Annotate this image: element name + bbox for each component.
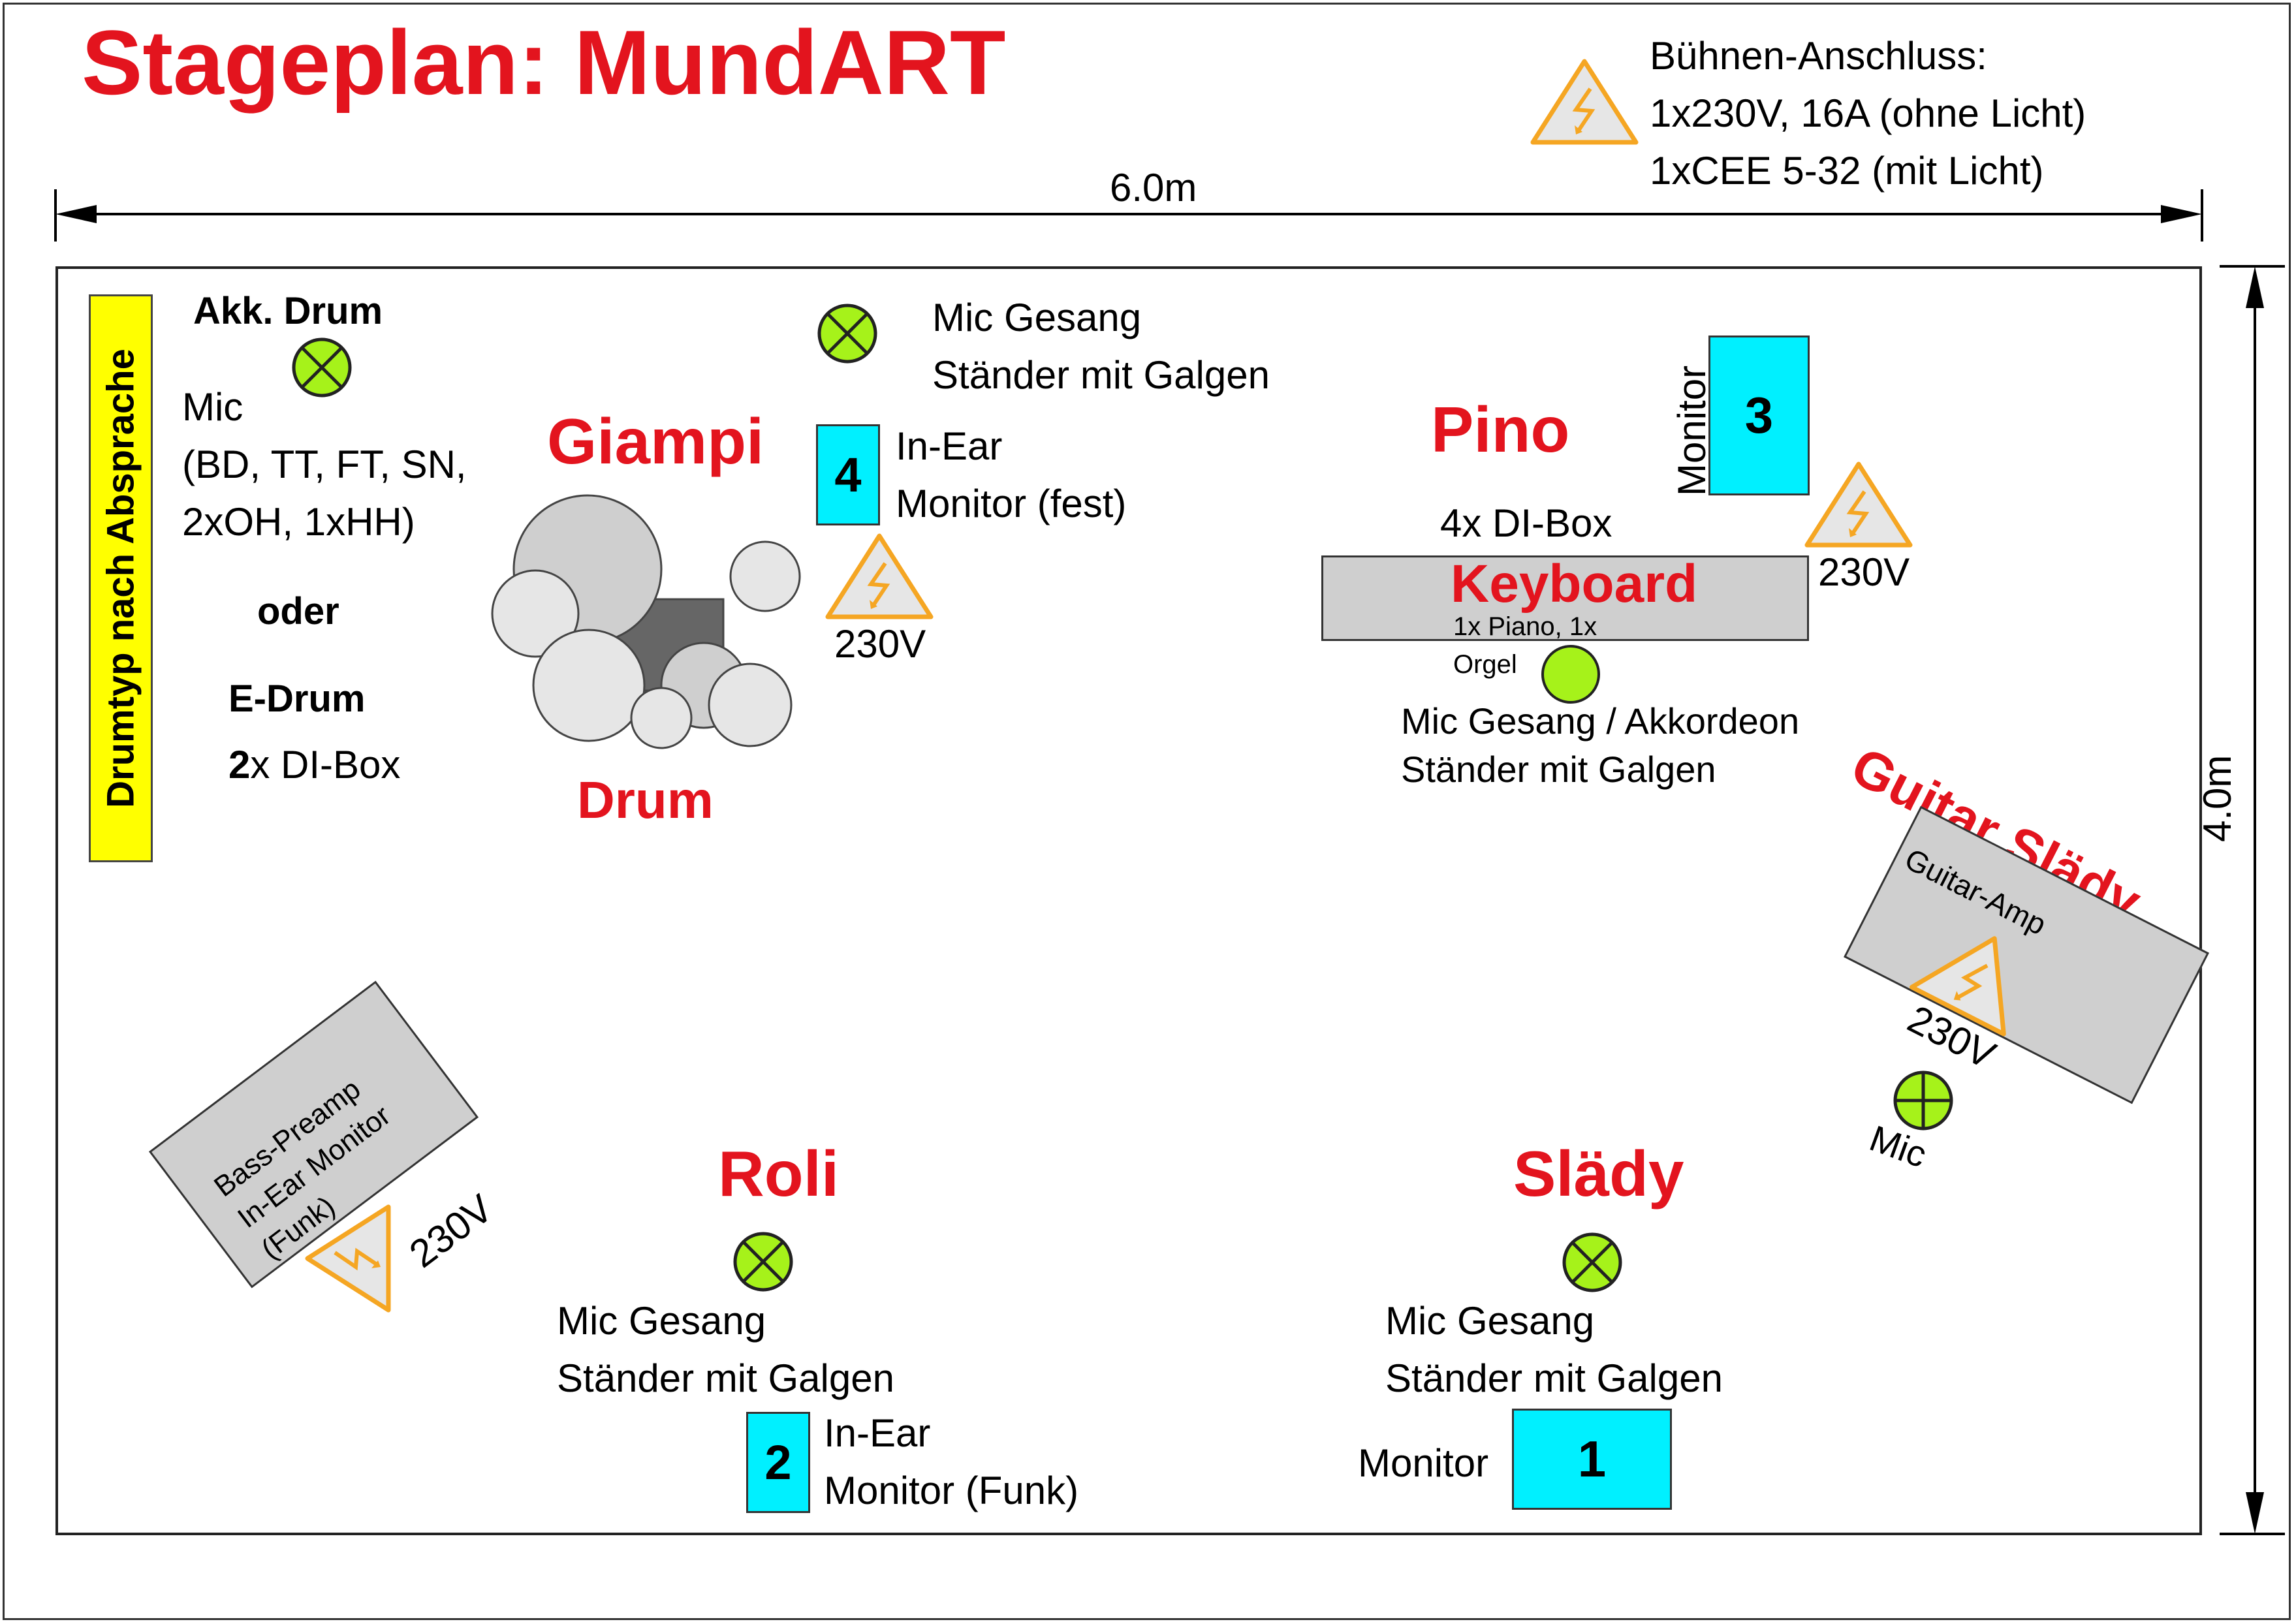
drum-oder: oder [257, 590, 339, 632]
guitar-power-icon [1909, 936, 2006, 1037]
giampi-mic-line1: Mic Gesang [932, 296, 1142, 339]
pino-name: Pino [1431, 394, 1570, 465]
giampi-power-icon [825, 533, 934, 619]
sladdy-name: Slädy [1513, 1138, 1684, 1210]
sladdy-mic-icon [1562, 1232, 1622, 1292]
sladdy-mic-line1: Mic Gesang [1385, 1299, 1595, 1343]
pino-di-box: 4x DI-Box [1440, 501, 1612, 545]
akk-drum-title: Akk. Drum [193, 290, 383, 332]
power-warning-icon [1530, 59, 1639, 145]
edrum-di-count: 2 [228, 743, 251, 787]
keyboard-detail1: 1x Piano, 1x [1453, 612, 1597, 641]
drum-note-text: Drumtyp nach Absprache [99, 349, 142, 808]
drum-mic-detail1: (BD, TT, FT, SN, [182, 443, 467, 486]
keyboard-detail2: Orgel [1453, 650, 1517, 679]
pino-mic-icon [1541, 645, 1600, 704]
roli-monitor-line2: Monitor (Funk) [824, 1469, 1079, 1512]
keyboard-title: Keyboard [1451, 554, 1698, 614]
roli-mic-line2: Ständer mit Galgen [557, 1356, 894, 1400]
roli-mic-icon [733, 1232, 793, 1292]
drum-mic-text: Mic (BD, TT, FT, SN, 2xOH, 1xHH) [182, 379, 467, 551]
drum-mic-icon [292, 337, 352, 398]
pino-power-label: 230V [1818, 550, 1910, 594]
edrum-title: E-Drum [228, 678, 366, 720]
giampi-monitor-4: 4 [816, 424, 880, 525]
drum-note: Drumtyp nach Absprache [89, 294, 153, 862]
pino-monitor-label: Monitor [1670, 365, 1714, 496]
roli-monitor-2: 2 [746, 1412, 810, 1513]
giampi-mic-line2: Ständer mit Galgen [932, 353, 1270, 397]
drum-kit-label: Drum [577, 771, 714, 829]
power-info-line2: 1x230V, 16A (ohne Licht) [1650, 91, 2086, 135]
sladdy-mic-text: Mic Gesang Ständer mit Galgen [1385, 1292, 1723, 1407]
pino-monitor-3: 3 [1708, 336, 1810, 495]
power-info-line3: 1xCEE 5-32 (mit Licht) [1650, 149, 2044, 193]
sladdy-mic-line2: Ständer mit Galgen [1385, 1356, 1723, 1400]
drum-mic-detail2: 2xOH, 1xHH) [182, 500, 415, 544]
page-title: Stageplan: MundART [82, 11, 1006, 114]
width-dimension-arrow [54, 189, 2203, 242]
roli-monitor-text: In-Ear Monitor (Funk) [824, 1405, 1078, 1520]
guitar-mic-icon [1893, 1070, 1953, 1131]
pino-mic-text: Mic Gesang / Akkordeon Ständer mit Galge… [1401, 697, 1799, 794]
sladdy-monitor-1: 1 [1512, 1409, 1672, 1510]
roli-mic-text: Mic Gesang Ständer mit Galgen [557, 1292, 894, 1407]
power-info: Bühnen-Anschluss: 1x230V, 16A (ohne Lich… [1650, 27, 2086, 200]
giampi-monitor-line1: In-Ear [896, 424, 1003, 468]
depth-dimension-arrow [2220, 265, 2285, 1535]
bass-power-icon [305, 1204, 391, 1313]
pino-mic-line2: Ständer mit Galgen [1401, 749, 1716, 790]
pino-mic-line1: Mic Gesang / Akkordeon [1401, 700, 1800, 742]
giampi-name: Giampi [547, 405, 764, 477]
edrum-di-text: x DI-Box [250, 743, 401, 787]
roli-mic-line1: Mic Gesang [557, 1299, 766, 1343]
keyboard-box [1321, 555, 1809, 641]
giampi-monitor-text: In-Ear Monitor (fest) [896, 418, 1126, 533]
stage-area [55, 266, 2202, 1535]
giampi-power-label: 230V [834, 622, 926, 666]
giampi-monitor-line2: Monitor (fest) [896, 482, 1127, 525]
pino-power-icon [1804, 461, 1913, 548]
giampi-mic-icon [817, 304, 877, 364]
drum-kit-icon [491, 494, 801, 749]
sladdy-monitor-label: Monitor [1358, 1441, 1489, 1485]
drum-mic-label: Mic [182, 385, 244, 429]
roli-monitor-line1: In-Ear [824, 1411, 931, 1455]
power-info-line1: Bühnen-Anschluss: [1650, 34, 1987, 78]
page-frame [3, 3, 2291, 1620]
edrum-di-box: 2x DI-Box [228, 738, 400, 792]
width-label: 6.0m [1110, 166, 1197, 210]
roli-name: Roli [718, 1138, 840, 1210]
giampi-mic-text: Mic Gesang Ständer mit Galgen [932, 289, 1270, 404]
